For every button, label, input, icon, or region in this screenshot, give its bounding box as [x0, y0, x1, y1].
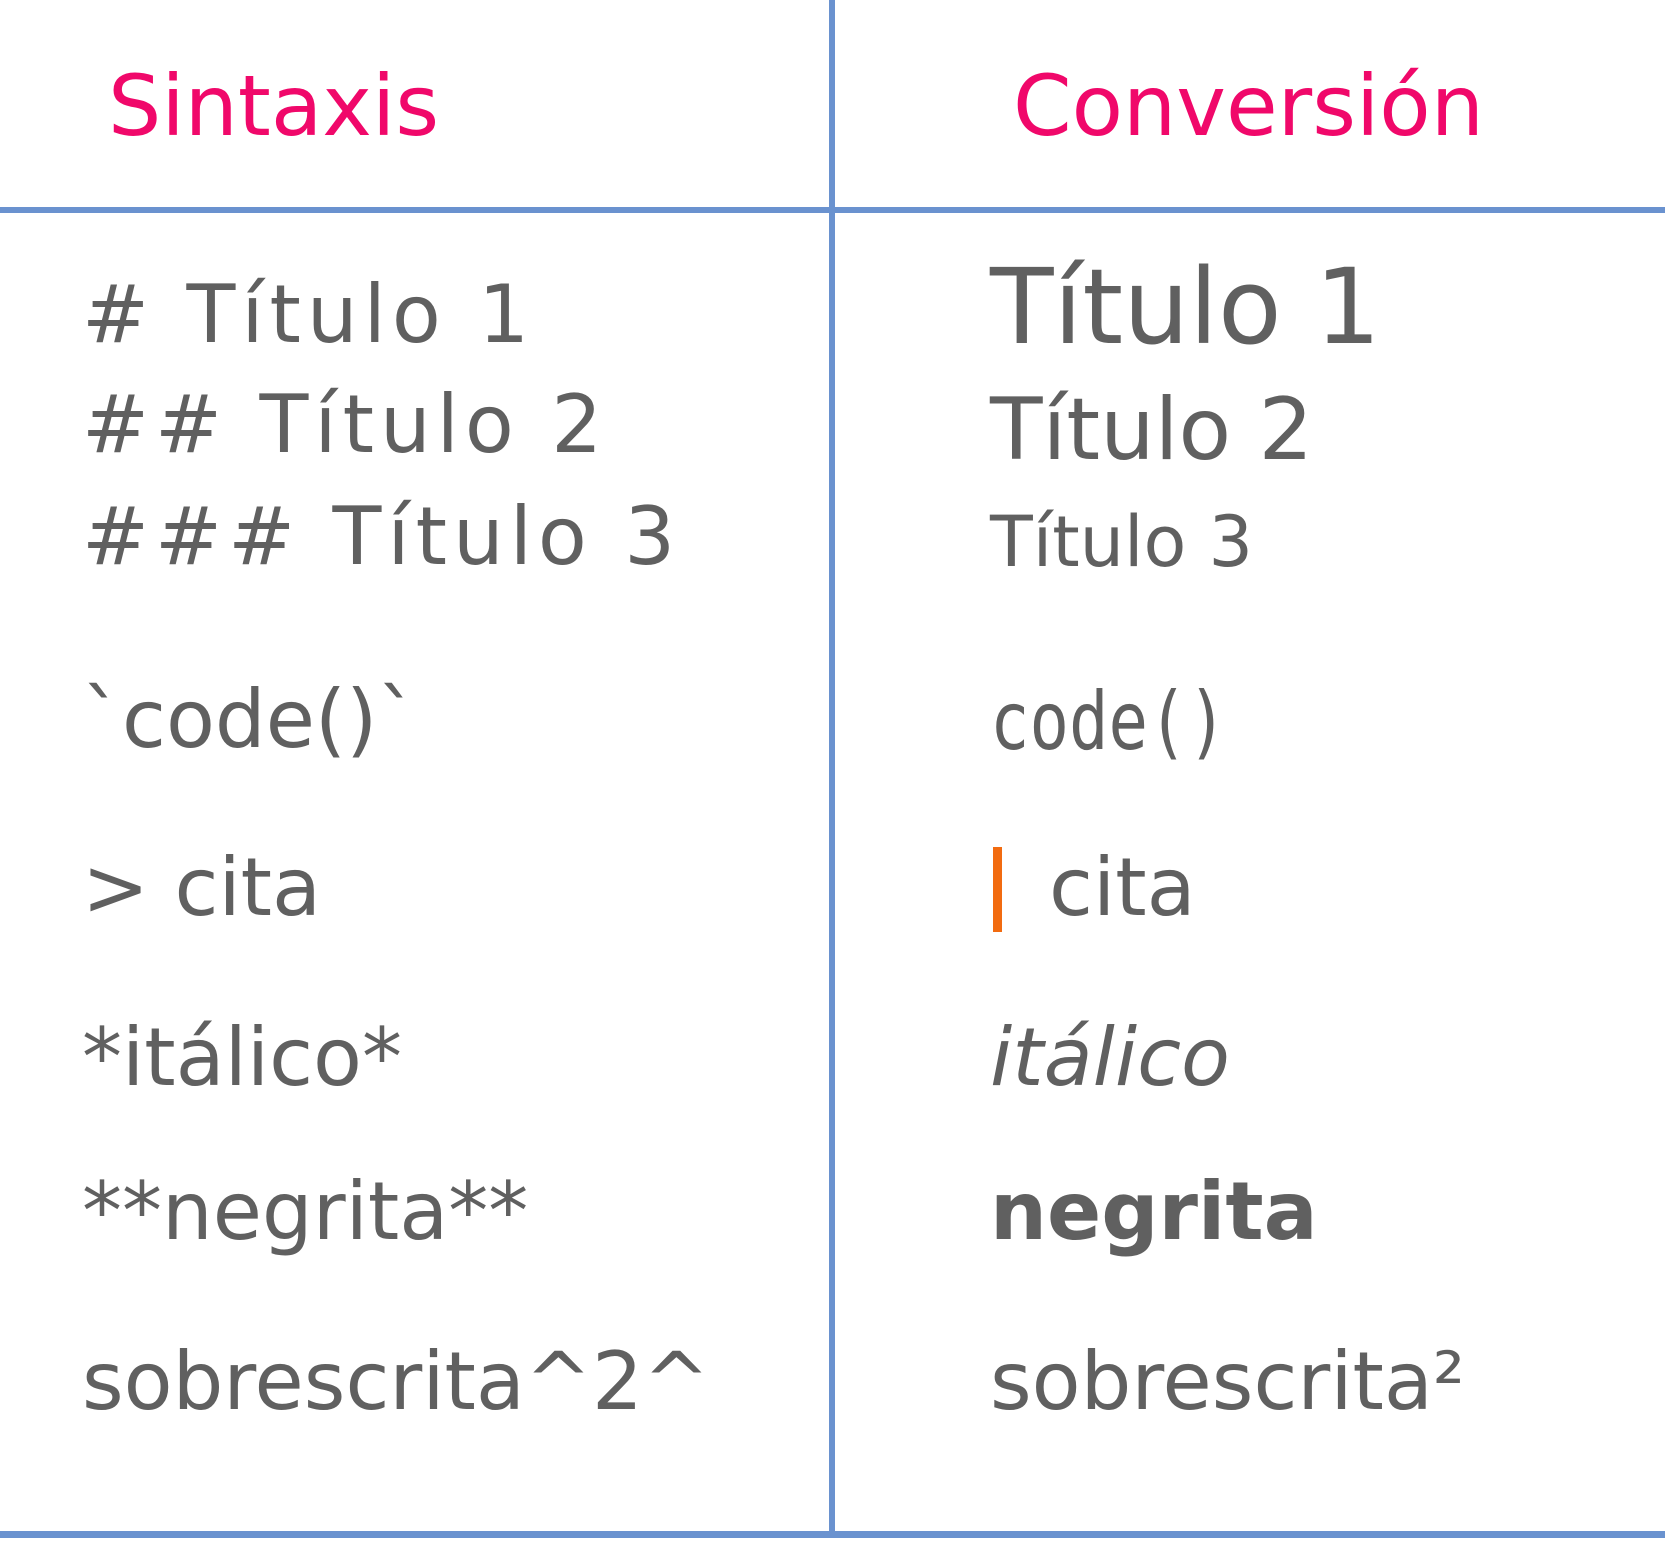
result-h3: Título 3 [990, 501, 1254, 583]
header-conversion: Conversión [1013, 57, 1484, 155]
header-divider [0, 207, 1665, 213]
column-divider [829, 0, 835, 1537]
table-bottom-border [0, 1531, 1665, 1538]
syntax-quote: > cita [82, 841, 322, 934]
syntax-superscript: sobrescrita^2^ [82, 1335, 710, 1428]
syntax-h1: # Título 1 [82, 268, 536, 361]
header-syntax: Sintaxis [108, 57, 440, 155]
result-code: code() [990, 675, 1227, 768]
syntax-h3: ### Título 3 [82, 490, 682, 583]
blockquote-bar [993, 847, 1002, 932]
result-h2: Título 2 [990, 380, 1314, 480]
result-h1: Título 1 [990, 246, 1381, 368]
syntax-h2: ## Título 2 [82, 378, 609, 471]
result-superscript: sobrescrita² [990, 1335, 1465, 1428]
result-italic: itálico [990, 1011, 1230, 1104]
syntax-italic: *itálico* [82, 1011, 402, 1104]
syntax-code: `code()` [82, 673, 418, 766]
syntax-bold: **negrita** [82, 1165, 529, 1258]
result-quote: cita [1049, 841, 1196, 934]
result-bold: negrita [990, 1165, 1318, 1258]
